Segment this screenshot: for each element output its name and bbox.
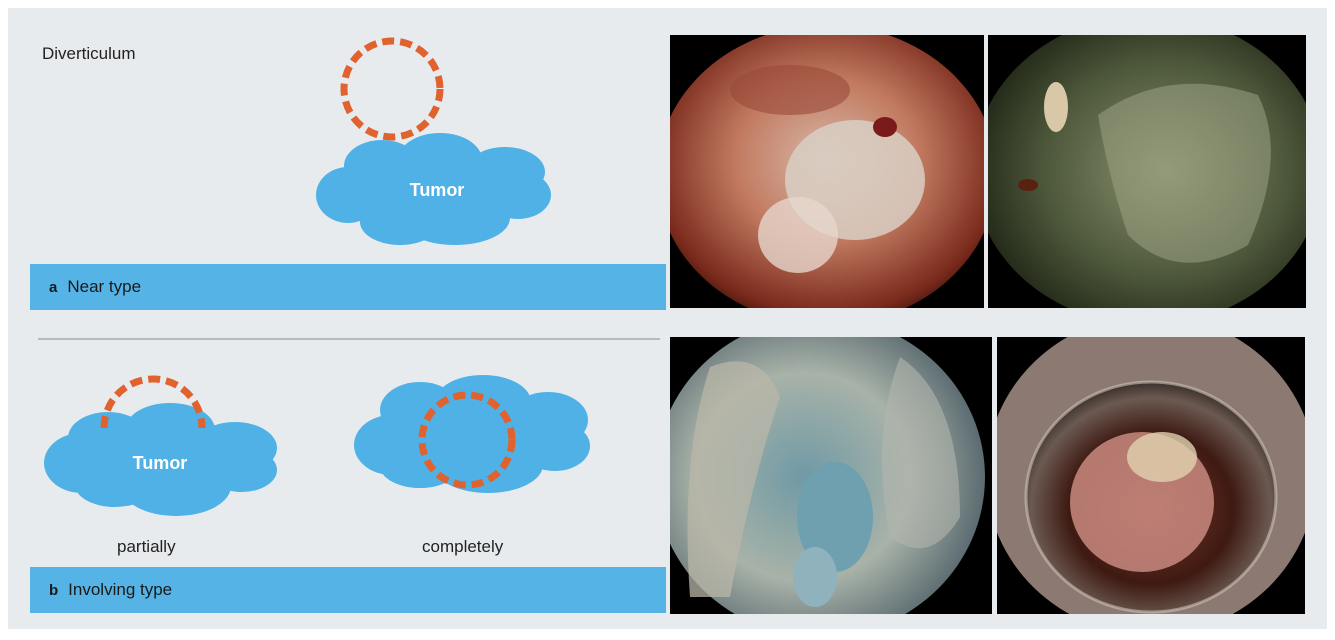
tumor-label-b: Tumor: [133, 453, 188, 473]
partially-label: partially: [117, 537, 176, 557]
endoscopic-photo-a2: [988, 35, 1306, 308]
tumor-label-a: Tumor: [410, 180, 465, 200]
caption-letter-b: b: [49, 582, 58, 599]
caption-bar-a: a Near type: [30, 264, 666, 310]
caption-bar-b: b Involving type: [30, 567, 666, 613]
caption-letter-a: a: [49, 279, 57, 296]
endoscopic-photo-a1: [670, 35, 984, 308]
caption-text-b: Involving type: [68, 580, 172, 600]
section-divider: [38, 338, 660, 340]
caption-text-a: Near type: [67, 277, 141, 297]
diverticulum-circle: [344, 41, 440, 137]
completely-label: completely: [422, 537, 503, 557]
endoscopic-photo-b1: [670, 337, 992, 614]
schematic-a: Tumor Tumor: [0, 0, 670, 640]
endoscopic-photo-b2: [997, 337, 1305, 614]
